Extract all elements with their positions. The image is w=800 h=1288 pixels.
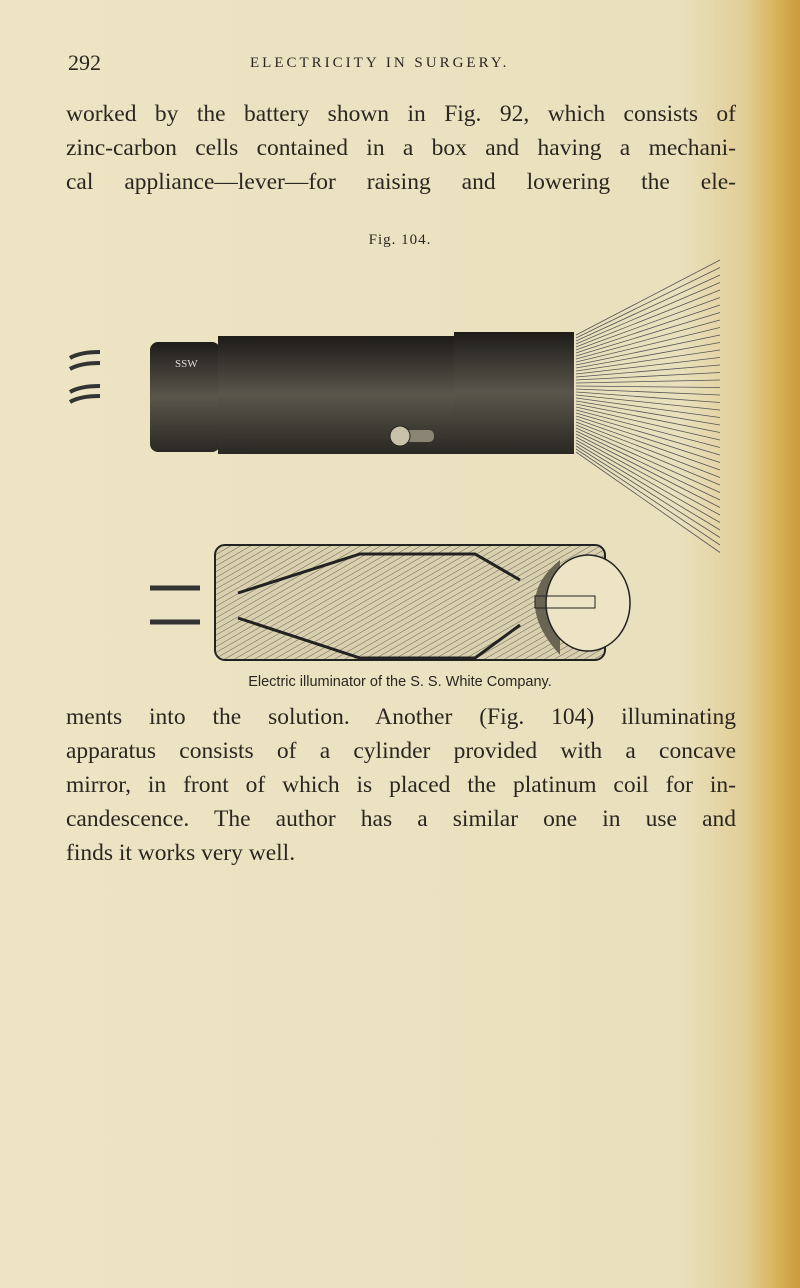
beam-line <box>575 400 721 426</box>
text-line: zinc-carbon cells contained in a box and… <box>66 135 736 161</box>
beam-line <box>575 388 721 396</box>
beam-line <box>575 445 721 538</box>
beam-line <box>575 397 721 418</box>
beam-line <box>575 427 721 493</box>
beam-line <box>575 436 721 516</box>
text-line: finds it works very well. <box>66 840 296 866</box>
beam-line <box>575 394 721 411</box>
running-title: ELECTRICITY IN SURGERY. <box>250 55 510 71</box>
illuminator-cross-section <box>150 544 631 661</box>
beam-line <box>575 372 721 381</box>
beam-line <box>575 379 721 384</box>
beam-line <box>575 406 721 441</box>
beam-line <box>575 442 721 531</box>
beam-line <box>575 327 721 363</box>
beam-line <box>575 451 721 553</box>
beam-line <box>575 415 721 463</box>
beam-line <box>575 282 721 345</box>
beam-line <box>575 433 721 508</box>
beam-line <box>575 312 721 357</box>
beam-line <box>575 424 721 486</box>
beam-line <box>575 448 721 546</box>
beam-line <box>575 357 721 375</box>
beam-line <box>575 342 721 369</box>
light-beam <box>575 259 721 553</box>
beam-line <box>575 274 721 342</box>
beam-line <box>575 430 721 501</box>
beam-line <box>575 391 721 403</box>
paragraph-2: ments into the solution. Another (Fig. 1… <box>66 700 736 870</box>
paragraph-1: worked by the battery shown in Fig. 92, … <box>66 97 736 199</box>
text-line: cal appliance—lever—for raising and lowe… <box>66 169 736 195</box>
text-line: candescence. The author has a similar on… <box>66 806 736 832</box>
text-line: apparatus consists of a cylinder provide… <box>66 738 736 764</box>
figure-caption: Electric illuminator of the S. S. White … <box>248 674 552 690</box>
beam-line <box>575 409 721 448</box>
beam-line <box>575 421 721 478</box>
beam-line <box>575 439 721 523</box>
text-line: worked by the battery shown in Fig. 92, … <box>66 101 736 127</box>
figure-illustration: SSW <box>68 259 721 661</box>
beam-line <box>575 304 721 354</box>
beam-line <box>575 403 721 433</box>
monogram: SSW <box>175 358 198 370</box>
beam-line <box>575 259 721 336</box>
beam-line <box>575 289 721 348</box>
figure-label: Fig. 104. <box>368 232 432 248</box>
beam-line <box>575 267 721 339</box>
beam-line <box>575 334 721 366</box>
beam-line <box>575 319 721 360</box>
beam-line <box>575 349 721 372</box>
beam-line <box>575 364 721 378</box>
beam-line <box>575 418 721 471</box>
text-line: ments into the solution. Another (Fig. 1… <box>66 704 736 730</box>
illuminator-exterior: SSW <box>68 332 574 454</box>
beam-line <box>575 297 721 351</box>
page-number: 292 <box>68 50 101 75</box>
beam-line <box>575 385 721 388</box>
beam-line <box>575 412 721 456</box>
text-line: mirror, in front of which is placed the … <box>66 772 736 798</box>
